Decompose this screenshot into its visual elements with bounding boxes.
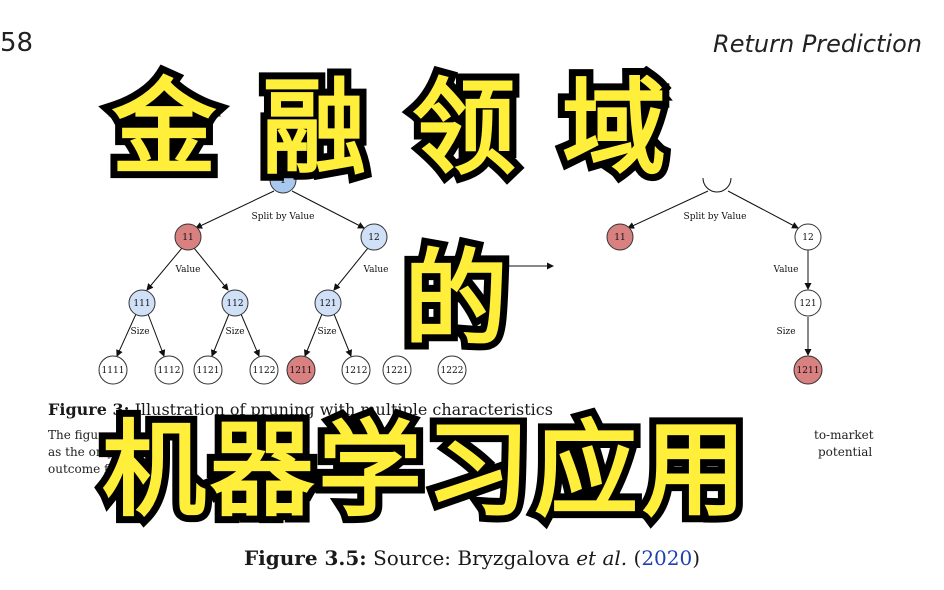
figure-caption: Figure 3.5: Source: Bryzgalova et al. (2… (0, 546, 944, 570)
svg-text:1: 1 (280, 176, 286, 186)
edge (291, 190, 365, 229)
svg-text:1222: 1222 (441, 366, 464, 376)
figure-caption-source: Source: Bryzgalova (373, 546, 570, 570)
tree-node-1221: 1221 (382, 355, 412, 385)
figure-caption-open-paren: ( (633, 546, 642, 570)
edge (333, 247, 369, 291)
svg-text:121: 121 (799, 299, 816, 309)
figure-caption-year-link[interactable]: 2020 (641, 546, 693, 570)
edge (333, 313, 352, 357)
edge-label-size-1: Size (130, 327, 149, 337)
figure-caption-label: Figure 3.5: (243, 546, 367, 570)
svg-text:111: 111 (133, 299, 150, 309)
svg-text:1212: 1212 (345, 366, 368, 376)
tree-node-1211-pruned: 1211 (793, 355, 823, 385)
tree-node-12: 12 (360, 223, 388, 251)
svg-text:1122: 1122 (253, 366, 276, 376)
left-tree-edges (116, 190, 369, 357)
edge-label-size-right-tree: Size (776, 327, 795, 337)
edge (240, 313, 260, 357)
edge-label-size-3: Size (317, 327, 336, 337)
svg-text:12: 12 (802, 233, 813, 243)
edge (147, 313, 166, 357)
right-tree-nodes: 11 12 121 1211 (606, 223, 823, 385)
edge (146, 247, 183, 291)
tree-node-121-pruned: 121 (794, 289, 822, 317)
edge (116, 313, 137, 357)
svg-text:11: 11 (614, 233, 625, 243)
tree-node-1122: 1122 (249, 355, 279, 385)
edge-label-value-right-tree: Value (772, 265, 798, 275)
tree-node-1222: 1222 (437, 355, 467, 385)
tree-node-112: 112 (221, 289, 249, 317)
figure-caption-close-paren: ) (692, 546, 701, 570)
tree-node-11: 11 (174, 223, 202, 251)
edge (211, 313, 230, 357)
tree-node-11-pruned: 11 (606, 223, 634, 251)
tree-node-111: 111 (128, 289, 156, 317)
edge (195, 190, 275, 229)
svg-text:1121: 1121 (197, 366, 220, 376)
overlay-title-line-2: 的 (397, 238, 515, 360)
caption-line-2-right: potential (818, 445, 873, 459)
svg-text:1211: 1211 (290, 366, 313, 376)
edge-label-value-right: Value (362, 265, 388, 275)
page-number: 58 (0, 28, 34, 58)
overlay-title-line-3: 机器学习应用 (95, 409, 753, 531)
caption-line-1-right: to-market (814, 428, 874, 442)
edge-label-split-right: Split by Value (684, 212, 747, 222)
edge (193, 247, 229, 291)
tree-node-1211: 1211 (286, 355, 316, 385)
left-tree-nodes: 1 11 12 111 112 121 1111 1112 1121 1122 … (98, 166, 467, 385)
caption-line-3-left: outcome fo (48, 462, 116, 476)
edge (304, 313, 323, 357)
svg-text:1221: 1221 (386, 366, 409, 376)
tree-node-1: 1 (269, 166, 297, 194)
edge-label-value-left: Value (174, 265, 200, 275)
tree-node-121: 121 (314, 289, 342, 317)
tree-node-1212: 1212 (341, 355, 371, 385)
figure-caption-etal: et al. (576, 546, 628, 570)
tree-node-12-pruned: 12 (794, 223, 822, 251)
caption-line-1-left: The figure (48, 428, 111, 442)
svg-text:121: 121 (319, 299, 336, 309)
edge (627, 190, 709, 229)
overlay-title-line-1: 金融领域 (105, 67, 713, 189)
svg-text:12: 12 (368, 233, 379, 243)
svg-text:11: 11 (182, 233, 193, 243)
svg-text:112: 112 (226, 299, 243, 309)
tree-node-1121: 1121 (193, 355, 223, 385)
inner-figure-label: Figure 3: (48, 400, 130, 419)
tree-node-1111: 1111 (98, 355, 128, 385)
inner-figure-title: Figure 3: Illustration of pruning with m… (48, 400, 553, 419)
running-head: Return Prediction (713, 30, 922, 58)
edge-label-size-2: Size (225, 327, 244, 337)
caption-line-2-left: as the only (48, 445, 115, 459)
edge (727, 190, 799, 229)
svg-text:1111: 1111 (102, 366, 125, 376)
tree-node-1112: 1112 (154, 355, 184, 385)
edge-label-split: Split by Value (252, 212, 315, 222)
inner-figure-title-text: Illustration of pruning with multiple ch… (134, 400, 553, 419)
svg-text:1211: 1211 (797, 366, 820, 376)
right-tree-edges (627, 177, 812, 356)
svg-text:1112: 1112 (158, 366, 181, 376)
root-stub (702, 177, 732, 193)
